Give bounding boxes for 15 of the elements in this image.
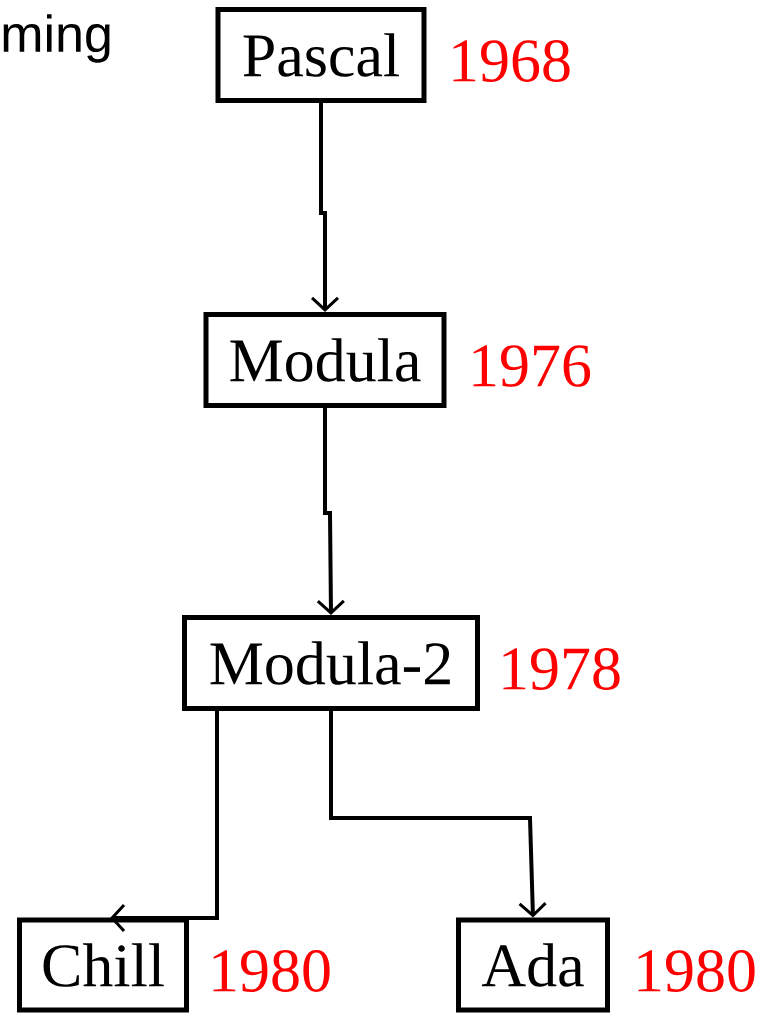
arrow — [110, 711, 219, 932]
language-box: Chill — [17, 917, 189, 1013]
heading-text: ming — [3, 14, 110, 63]
language-box: Modula — [203, 312, 447, 408]
language-box: Ada — [456, 917, 610, 1013]
arrow — [316, 408, 345, 615]
language-box: Pascal — [215, 7, 427, 103]
language-box: Modula-2 — [182, 615, 480, 711]
year-label: 1978 — [503, 648, 620, 690]
year-label: 1980 — [638, 950, 755, 992]
year-label: 1980 — [213, 950, 330, 992]
arrow — [329, 711, 547, 918]
year-label: 1968 — [453, 40, 570, 82]
year-label: 1976 — [473, 345, 591, 387]
arrow — [311, 103, 339, 312]
